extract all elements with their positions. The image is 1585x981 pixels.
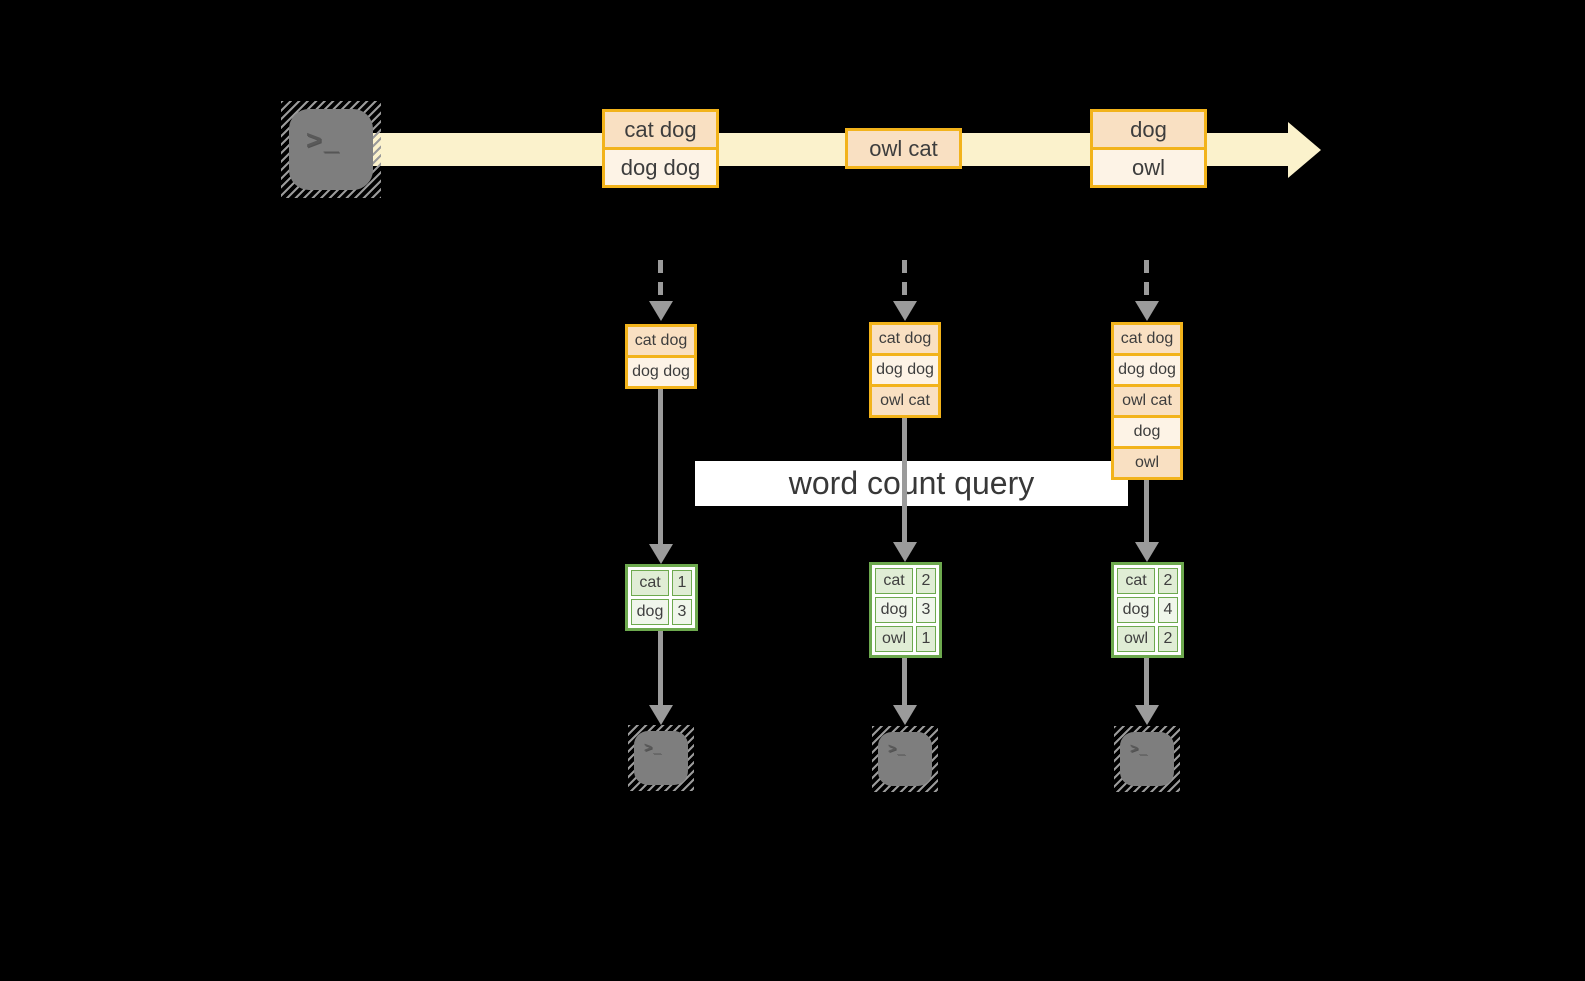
dashed-arrowhead-icon [649, 301, 673, 321]
state-row: dog [1114, 415, 1180, 446]
state-box-2: cat dog dog dog owl cat [869, 322, 941, 418]
query-banner: word count query [695, 461, 1128, 506]
dashed-arrow-line [1144, 260, 1149, 302]
arrowhead-icon [649, 705, 673, 725]
dashed-arrowhead-icon [893, 301, 917, 321]
event-row: dog [1093, 112, 1204, 147]
state-row: dog dog [1114, 353, 1180, 384]
sink-terminal-icon-1: >_ [628, 725, 694, 791]
word-cell: cat [875, 568, 913, 594]
arrowhead-icon [1135, 705, 1159, 725]
table-row: cat 2 [1117, 568, 1178, 594]
event-row: cat dog [605, 112, 716, 147]
count-cell: 3 [672, 599, 692, 625]
count-cell: 2 [1158, 568, 1178, 594]
terminal-screen: >_ [878, 732, 932, 786]
terminal-prompt-icon: >_ [644, 739, 662, 755]
count-cell: 2 [916, 568, 936, 594]
arrowhead-icon [893, 705, 917, 725]
count-cell: 1 [916, 626, 936, 652]
table-row: cat 1 [631, 570, 692, 596]
word-cell: dog [631, 599, 669, 625]
wordcount-table-1: cat 1 dog 3 [625, 564, 698, 631]
arrow-line [902, 417, 907, 544]
dashed-arrowhead-icon [1135, 301, 1159, 321]
word-cell: cat [631, 570, 669, 596]
state-row: dog dog [628, 355, 694, 386]
sink-terminal-icon-3: >_ [1114, 726, 1180, 792]
table-row: dog 3 [631, 599, 692, 625]
terminal-screen: >_ [1120, 732, 1174, 786]
count-cell: 2 [1158, 626, 1178, 652]
terminal-prompt-icon: >_ [1130, 740, 1148, 756]
state-row: cat dog [628, 327, 694, 355]
arrow-line [1144, 657, 1149, 707]
state-box-1: cat dog dog dog [625, 324, 697, 389]
stream-arrowhead-icon [1288, 122, 1321, 178]
arrow-line [1144, 479, 1149, 544]
state-row: cat dog [872, 325, 938, 353]
state-box-3: cat dog dog dog owl cat dog owl [1111, 322, 1183, 480]
state-row: owl cat [872, 384, 938, 415]
dashed-arrow-line [902, 260, 907, 302]
terminal-screen: >_ [289, 109, 373, 190]
word-cell: owl [1117, 626, 1155, 652]
arrowhead-icon [649, 544, 673, 564]
sink-terminal-icon-2: >_ [872, 726, 938, 792]
source-terminal-icon: >_ [281, 101, 381, 198]
wordcount-table-2: cat 2 dog 3 owl 1 [869, 562, 942, 658]
wordcount-table-3: cat 2 dog 4 owl 2 [1111, 562, 1184, 658]
stream-event-box-2: owl cat [845, 128, 962, 169]
event-row: dog dog [605, 147, 716, 185]
table-row: owl 1 [875, 626, 936, 652]
state-row: owl [1114, 446, 1180, 477]
state-row: owl cat [1114, 384, 1180, 415]
arrow-line [902, 657, 907, 707]
count-cell: 3 [916, 597, 936, 623]
word-cell: dog [1117, 597, 1155, 623]
event-row: owl cat [848, 131, 959, 166]
arrow-line [658, 629, 663, 707]
table-row: dog 3 [875, 597, 936, 623]
terminal-prompt-icon: >_ [888, 740, 906, 756]
count-cell: 1 [672, 570, 692, 596]
event-row: owl [1093, 147, 1204, 185]
terminal-screen: >_ [634, 731, 688, 785]
table-row: owl 2 [1117, 626, 1178, 652]
table-row: dog 4 [1117, 597, 1178, 623]
dashed-arrow-line [658, 260, 663, 302]
arrowhead-icon [1135, 542, 1159, 562]
state-row: cat dog [1114, 325, 1180, 353]
stream-event-box-3: dog owl [1090, 109, 1207, 188]
arrowhead-icon [893, 542, 917, 562]
word-cell: cat [1117, 568, 1155, 594]
count-cell: 4 [1158, 597, 1178, 623]
arrow-line [658, 388, 663, 546]
table-row: cat 2 [875, 568, 936, 594]
stream-event-box-1: cat dog dog dog [602, 109, 719, 188]
terminal-prompt-icon: >_ [306, 125, 341, 155]
word-cell: owl [875, 626, 913, 652]
word-cell: dog [875, 597, 913, 623]
state-row: dog dog [872, 353, 938, 384]
